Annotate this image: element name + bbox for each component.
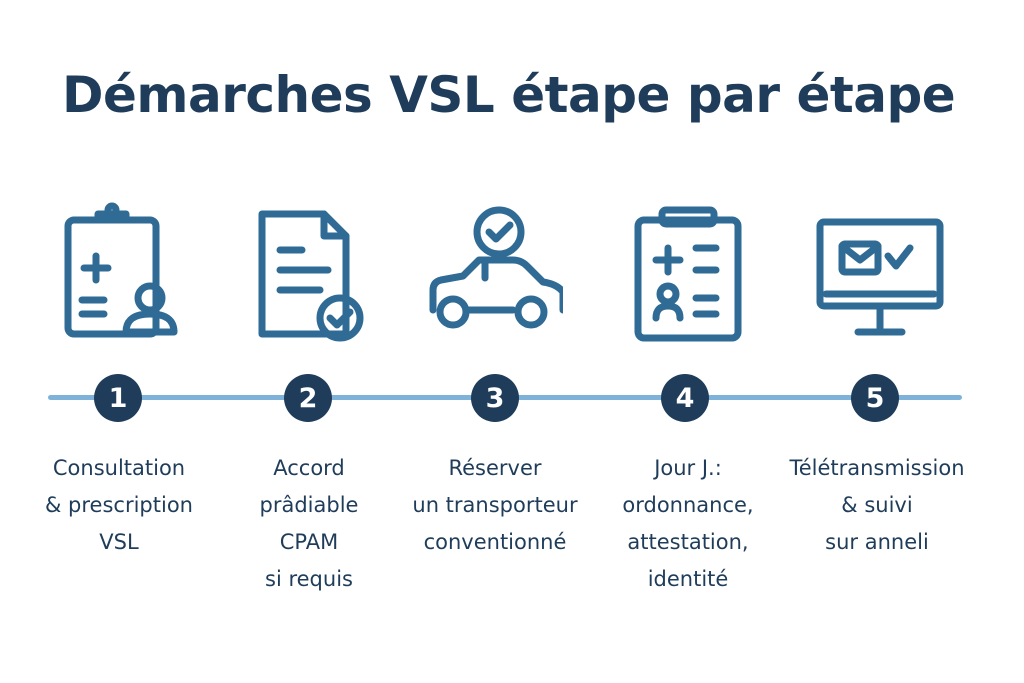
page-title: Démarches VSL étape par étape xyxy=(62,66,956,124)
step-3-label: Réserver un transporteur conventionné xyxy=(412,456,578,554)
step-1-label: Consultation & prescription VSL xyxy=(45,456,193,554)
car-check-icon xyxy=(427,200,563,350)
step-1-number-badge: 1 xyxy=(94,374,142,422)
step-4-label: Jour J.: ordonnance, attestation, identi… xyxy=(622,456,754,591)
clipboard-prescription-icon xyxy=(50,200,186,350)
monitor-mail-icon xyxy=(812,200,948,350)
step-4-number-badge: 4 xyxy=(661,374,709,422)
clipboard-checklist-icon xyxy=(620,200,756,350)
step-2-label: Accord prâdiable CPAM si requis xyxy=(259,456,359,591)
step-5-number-badge: 5 xyxy=(851,374,899,422)
document-check-icon xyxy=(240,200,376,350)
step-2-number-badge: 2 xyxy=(284,374,332,422)
step-3-number-badge: 3 xyxy=(471,374,519,422)
step-5-label: Télétransmission & suivi sur anneli xyxy=(789,456,965,554)
